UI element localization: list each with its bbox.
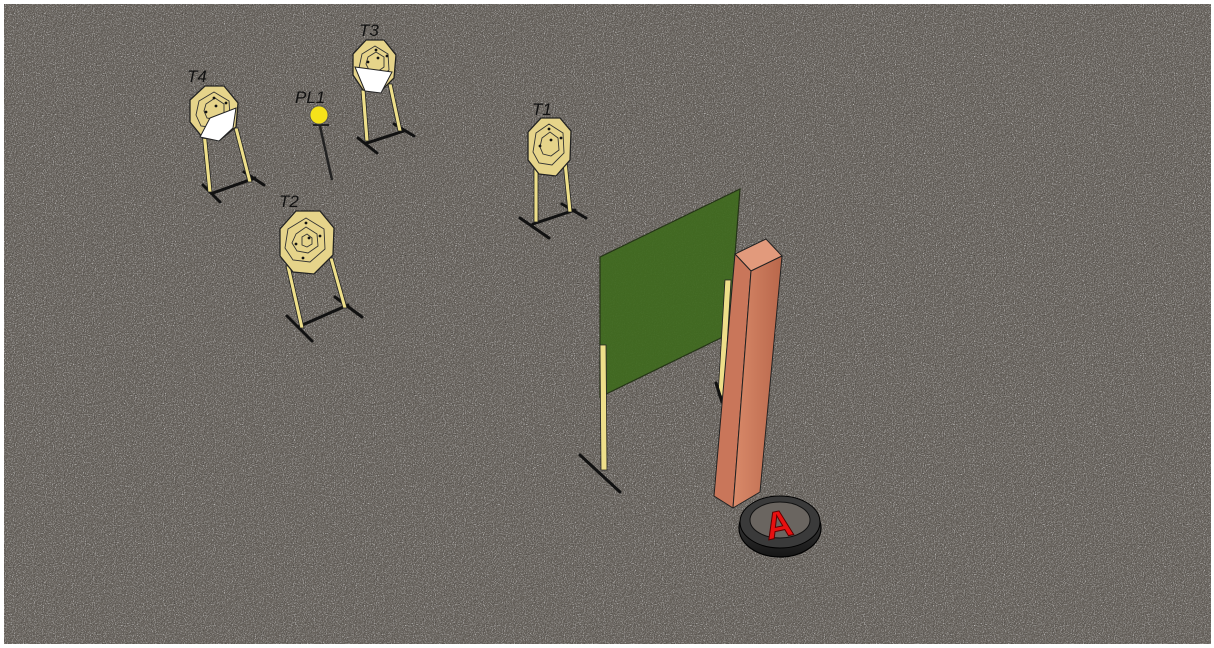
target-label: T3 — [359, 21, 379, 40]
target-label: T1 — [532, 100, 552, 119]
popper-label: PL1 — [295, 88, 325, 107]
target-label: T4 — [187, 67, 207, 86]
shooting-area[interactable]: A — [739, 496, 821, 557]
target-label: T2 — [279, 192, 299, 211]
